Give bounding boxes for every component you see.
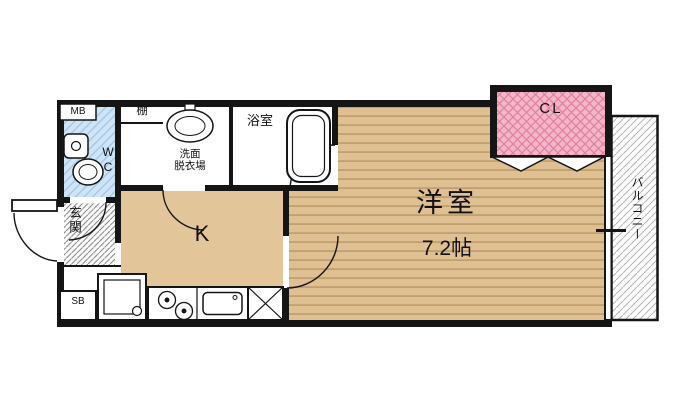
kitchen-counter: [147, 286, 284, 321]
window-right: [604, 155, 613, 321]
stove-icon: [157, 290, 194, 321]
label-entrance: 玄関: [67, 206, 81, 235]
toilet-icon: [63, 133, 104, 186]
door-leaf-entrance: [11, 199, 58, 212]
label-main-room: 洋室: [416, 188, 478, 219]
wall-segment: [283, 191, 289, 236]
balcony-divider-mark: [596, 229, 626, 232]
wall-segment: [490, 85, 497, 158]
wall-segment: [57, 320, 612, 327]
door-arc-entrance: [13, 212, 58, 262]
step-line: [57, 265, 121, 267]
wall-segment: [229, 107, 233, 185]
label-meter-box: MB: [70, 106, 86, 118]
wall-segment: [332, 100, 338, 145]
label-balcony: バルコニー: [630, 176, 644, 241]
wall-segment: [283, 288, 289, 320]
refrigerator-space-icon: [247, 286, 284, 321]
wall-segment: [115, 203, 121, 243]
label-washroom: 洗面 脱衣場: [148, 146, 232, 174]
wall-segment: [121, 185, 163, 191]
label-washroom-line2: 脱衣場: [174, 160, 206, 172]
label-wc: WC: [101, 145, 115, 175]
label-closet: CL: [539, 100, 563, 118]
closet-door-icon: [491, 156, 605, 172]
wall-segment: [205, 185, 338, 191]
shoe-box: [59, 290, 97, 321]
label-bathroom: 浴室: [246, 112, 273, 128]
shelf-line: [121, 122, 163, 124]
label-main-room-size: 7.2帖: [421, 236, 473, 260]
kitchen-sink-icon: [202, 291, 243, 316]
bathtub-icon: [286, 109, 331, 183]
wall-segment: [115, 100, 121, 203]
wall-segment: [57, 100, 64, 207]
door-arc-kitchen: [286, 235, 339, 289]
balcony-area: [610, 114, 659, 322]
closet-floor: [497, 92, 605, 155]
door-arc-washroom: [162, 189, 205, 231]
door-arc-wc: [68, 201, 107, 241]
wall-segment: [57, 197, 70, 203]
label-shoe-box: SB: [71, 296, 85, 308]
label-washroom-line1: 洗面: [179, 147, 201, 160]
wall-segment: [605, 85, 612, 158]
label-shelf: 棚: [136, 105, 148, 118]
label-kitchen: K: [194, 221, 210, 247]
wall-segment: [106, 197, 121, 203]
sink-icon: [166, 103, 214, 143]
wall-segment: [57, 100, 497, 107]
meter-box: [59, 103, 97, 121]
washing-machine-icon: [97, 273, 147, 321]
wall-segment: [490, 85, 612, 92]
